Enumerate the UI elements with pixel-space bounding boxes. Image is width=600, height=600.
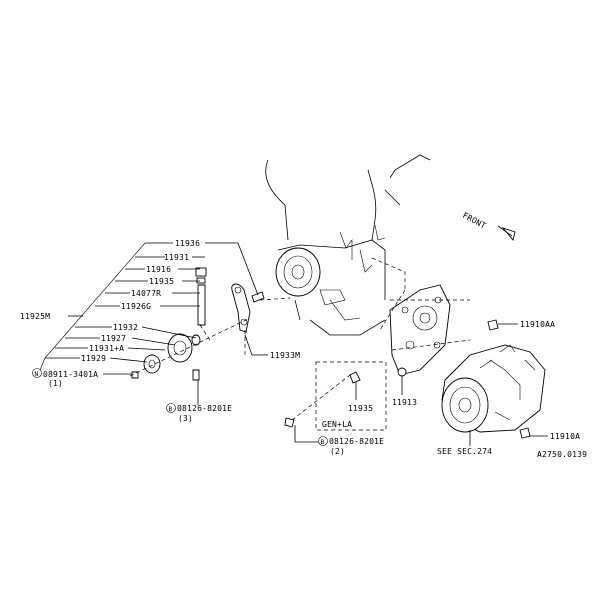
label-11910a: 11910A	[550, 432, 580, 441]
center-bolts	[284, 319, 531, 439]
label-11936: 11936	[175, 239, 200, 248]
label-11933m: 11933M	[270, 351, 300, 360]
label-11926g: 11926G	[121, 302, 151, 311]
circle-mark-b1-letter: B	[169, 406, 173, 413]
label-11929: 11929	[81, 354, 106, 363]
engine-block	[265, 154, 431, 336]
label-diagram-code: A2750.0139	[537, 450, 587, 459]
label-11913: 11913	[392, 398, 417, 407]
label-11927: 11927	[101, 334, 126, 343]
label-08126-qty-2: (2)	[330, 447, 345, 456]
label-08911-3401a: 08911-3401A	[43, 370, 98, 379]
label-11931a: 11931+A	[89, 344, 124, 353]
label-11932: 11932	[113, 323, 138, 332]
label-08126-qty-1: (3)	[178, 414, 193, 423]
label-see-sec-274: SEE SEC.274	[437, 447, 492, 456]
circle-mark-b2-letter: B	[321, 439, 325, 446]
label-11910aa: 11910AA	[520, 320, 555, 329]
label-08126-8201e-1: 08126-8201E	[177, 404, 232, 413]
ac-compressor	[441, 344, 546, 433]
label-08126-8201e-2: 08126-8201E	[329, 437, 384, 446]
label-11931: 11931	[164, 253, 189, 262]
circle-mark-n-letter: N	[35, 371, 39, 378]
circle-mark-b2	[318, 436, 328, 446]
label-08911-qty: (1)	[48, 379, 63, 388]
gen-la-box	[315, 361, 387, 431]
label-11935: 11935	[149, 277, 174, 286]
label-gen-la: GEN+LA	[322, 420, 352, 429]
label-11916: 11916	[146, 265, 171, 274]
circle-mark-b1	[166, 403, 176, 413]
label-14077r: 14077R	[131, 289, 161, 298]
label-11935-bracket: 11935	[348, 404, 373, 413]
part-labels: 11936 11931 11916 11935 14077R 11926G 11…	[20, 211, 587, 459]
label-front: FRONT	[461, 211, 487, 231]
tensioner-assembly	[129, 267, 291, 381]
circle-mark-n	[32, 368, 42, 378]
front-arrow	[497, 225, 516, 241]
bracket-11913	[379, 284, 471, 377]
label-11925m: 11925M	[20, 312, 50, 321]
leader-lines	[39, 242, 548, 446]
